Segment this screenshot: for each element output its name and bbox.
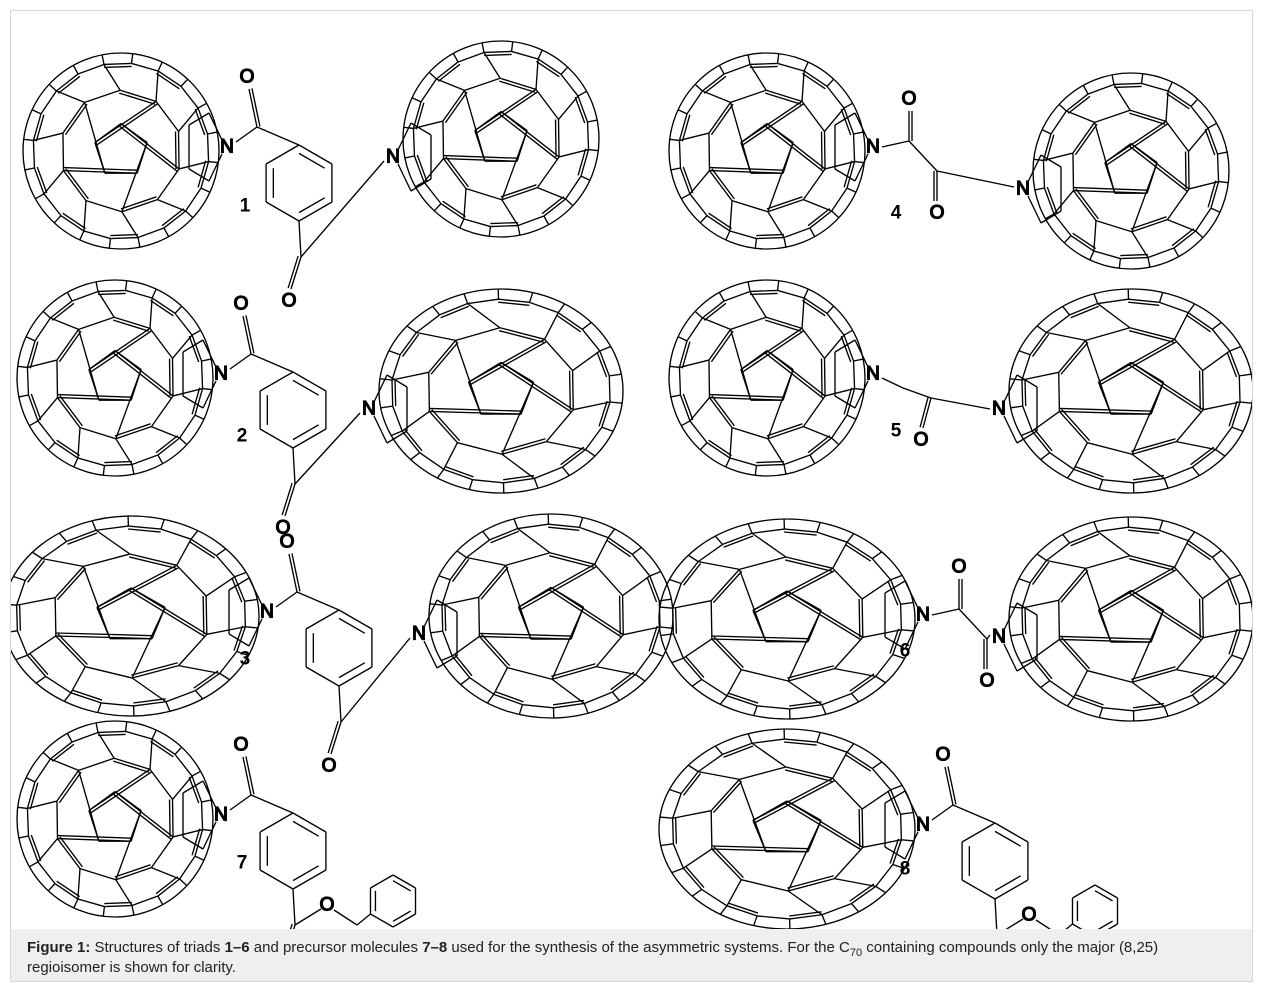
fullerene-cage xyxy=(658,518,916,720)
fullerene-cage xyxy=(658,728,916,929)
fullerene-cage xyxy=(22,52,220,250)
caption-text-1: Structures of triads xyxy=(90,939,225,956)
caption-label: Figure 1: xyxy=(27,939,91,956)
figure-caption: Figure 1: Structures of triads 1–6 and p… xyxy=(11,929,1252,981)
fullerene-cage xyxy=(428,513,674,719)
caption-text-4: containing compounds only the major (8,2… xyxy=(27,939,1159,976)
oxygen-label: O xyxy=(902,89,917,110)
compound-2: N N O O xyxy=(182,293,408,539)
compound-1: N N O O xyxy=(188,66,432,312)
compound-3: N N O O xyxy=(228,531,458,777)
oxygen-label: O xyxy=(280,532,295,553)
compound-number-6: 6 xyxy=(900,641,911,662)
oxygen-label: O xyxy=(952,557,967,578)
fullerene-cage xyxy=(378,288,624,494)
nitrogen-label: N xyxy=(992,627,1006,648)
oxygen-label: O xyxy=(282,291,297,312)
caption-text-2: and precursor molecules xyxy=(249,939,423,956)
fullerene-cage xyxy=(16,720,214,918)
oxygen-label: O xyxy=(234,294,249,315)
oxygen-label: O xyxy=(234,735,249,756)
compound-5: N N O xyxy=(834,339,1038,451)
compound-8: NOOO xyxy=(884,744,1119,929)
oxygen-label: O xyxy=(930,203,945,224)
oxygen-label: O xyxy=(1022,905,1037,926)
nitrogen-label: N xyxy=(362,399,376,420)
caption-triads-range: 1–6 xyxy=(224,939,250,956)
figure-frame: NNOO1NNOO2NNOO3NNOO4NNO5NNOO6NOOO7NOOO8 … xyxy=(10,10,1253,982)
oxygen-label: O xyxy=(276,518,291,539)
compound-number-5: 5 xyxy=(891,421,902,442)
caption-subscript: 70 xyxy=(849,947,863,959)
fullerene-cage xyxy=(1008,288,1252,494)
fullerene-cage xyxy=(11,515,260,717)
fullerene-cage xyxy=(1032,72,1230,270)
nitrogen-label: N xyxy=(260,602,274,623)
oxygen-label: O xyxy=(980,671,995,692)
caption-text-3: used for the synthesis of the asymmetric… xyxy=(447,939,850,956)
compound-number-4: 4 xyxy=(891,203,902,224)
oxygen-label: O xyxy=(240,67,255,88)
compound-number-1: 1 xyxy=(240,196,251,217)
nitrogen-label: N xyxy=(214,805,228,826)
compound-7: N O O O xyxy=(182,734,417,929)
compound-number-3: 3 xyxy=(240,649,251,670)
oxygen-label: O xyxy=(320,895,335,916)
compound-number-7: 7 xyxy=(237,853,248,874)
fullerene-cage xyxy=(402,40,600,238)
fullerene-cage xyxy=(16,279,214,477)
nitrogen-label: N xyxy=(916,815,930,836)
nitrogen-label: N xyxy=(214,364,228,385)
compound-number-2: 2 xyxy=(237,426,248,447)
chemical-structures: NNOO1NNOO2NNOO3NNOO4NNO5NNOO6NOOO7NOOO8 xyxy=(11,40,1252,929)
nitrogen-label: N xyxy=(866,137,880,158)
compound-4: N N O O xyxy=(834,88,1062,224)
nitrogen-label: N xyxy=(866,364,880,385)
oxygen-label: O xyxy=(914,430,929,451)
nitrogen-label: N xyxy=(992,399,1006,420)
caption-precursors-range: 7–8 xyxy=(422,939,448,956)
oxygen-label: O xyxy=(936,745,951,766)
compound-number-8: 8 xyxy=(900,859,911,880)
fullerene-cage xyxy=(668,279,866,477)
nitrogen-label: N xyxy=(220,137,234,158)
nitrogen-label: N xyxy=(412,624,426,645)
compound-6: N N O O xyxy=(884,556,1038,692)
fullerene-cage xyxy=(668,52,866,250)
oxygen-label: O xyxy=(322,756,337,777)
nitrogen-label: N xyxy=(916,605,930,626)
nitrogen-label: N xyxy=(386,147,400,168)
fullerene-cage xyxy=(1008,516,1252,722)
nitrogen-label: N xyxy=(1016,179,1030,200)
